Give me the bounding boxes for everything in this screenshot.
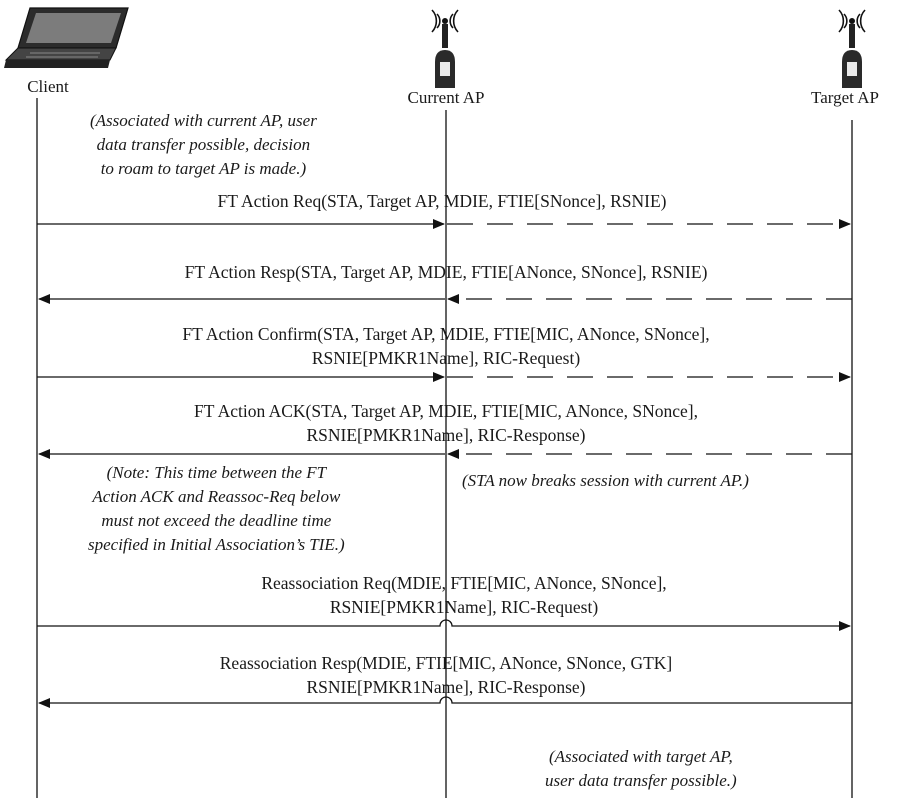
note-line: (Note: This time between the FT xyxy=(106,463,327,482)
note-line: specified in Initial Association’s TIE.) xyxy=(88,535,345,554)
note-final-association: (Associated with target AP, user data tr… xyxy=(545,745,737,793)
participant-label-current-ap: Current AP xyxy=(407,88,485,107)
message-line: RSNIE[PMKR1Name], RIC-Response) xyxy=(306,677,586,697)
participant-label-client: Client xyxy=(27,77,69,96)
note-line: (Associated with target AP, xyxy=(548,747,733,766)
message-line: RSNIE[PMKR1Name], RIC-Request) xyxy=(311,348,581,368)
message-line: FT Action Resp(STA, Target AP, MDIE, FTI… xyxy=(184,262,708,282)
message-label-reassociation-req: Reassociation Req(MDIE, FTIE[MIC, ANonce… xyxy=(261,571,666,619)
message-line: RSNIE[PMKR1Name], RIC-Response) xyxy=(306,425,586,445)
note-line: to roam to target AP is made.) xyxy=(100,159,307,178)
message-label-ft-action-resp: FT Action Resp(STA, Target AP, MDIE, FTI… xyxy=(185,260,708,284)
laptop-icon xyxy=(4,7,129,68)
message-label-ft-action-req: FT Action Req(STA, Target AP, MDIE, FTIE… xyxy=(218,189,667,213)
note-line: (STA now breaks session with current AP.… xyxy=(462,471,749,490)
arrow-reassociation-resp xyxy=(38,696,852,708)
message-line: RSNIE[PMKR1Name], RIC-Request) xyxy=(329,597,599,617)
note-break-session: (STA now breaks session with current AP.… xyxy=(462,469,749,493)
message-line: FT Action Confirm(STA, Target AP, MDIE, … xyxy=(182,324,710,344)
access-point-icon-target xyxy=(838,9,866,88)
message-line: Reassociation Req(MDIE, FTIE[MIC, ANonce… xyxy=(261,573,667,593)
note-line: user data transfer possible.) xyxy=(545,771,737,790)
note-initial-association: (Associated with current AP, user data t… xyxy=(90,109,317,181)
arrow-reassociation-req xyxy=(37,619,851,631)
note-deadline: (Note: This time between the FT Action A… xyxy=(88,461,345,557)
message-label-ft-action-confirm: FT Action Confirm(STA, Target AP, MDIE, … xyxy=(182,322,709,370)
access-point-icon-current xyxy=(431,9,459,88)
message-line: FT Action ACK(STA, Target AP, MDIE, FTIE… xyxy=(194,401,698,421)
note-line: data transfer possible, decision xyxy=(96,135,311,154)
note-line: (Associated with current AP, user xyxy=(90,111,317,130)
message-line: Reassociation Resp(MDIE, FTIE[MIC, ANonc… xyxy=(219,653,673,673)
participant-label-target-ap: Target AP xyxy=(811,88,879,107)
note-line: must not exceed the deadline time xyxy=(101,511,332,530)
note-line: Action ACK and Reassoc-Req below xyxy=(92,487,341,506)
message-label-ft-action-ack: FT Action ACK(STA, Target AP, MDIE, FTIE… xyxy=(194,399,698,447)
message-label-reassociation-resp: Reassociation Resp(MDIE, FTIE[MIC, ANonc… xyxy=(220,651,673,699)
message-line: FT Action Req(STA, Target AP, MDIE, FTIE… xyxy=(217,191,667,211)
